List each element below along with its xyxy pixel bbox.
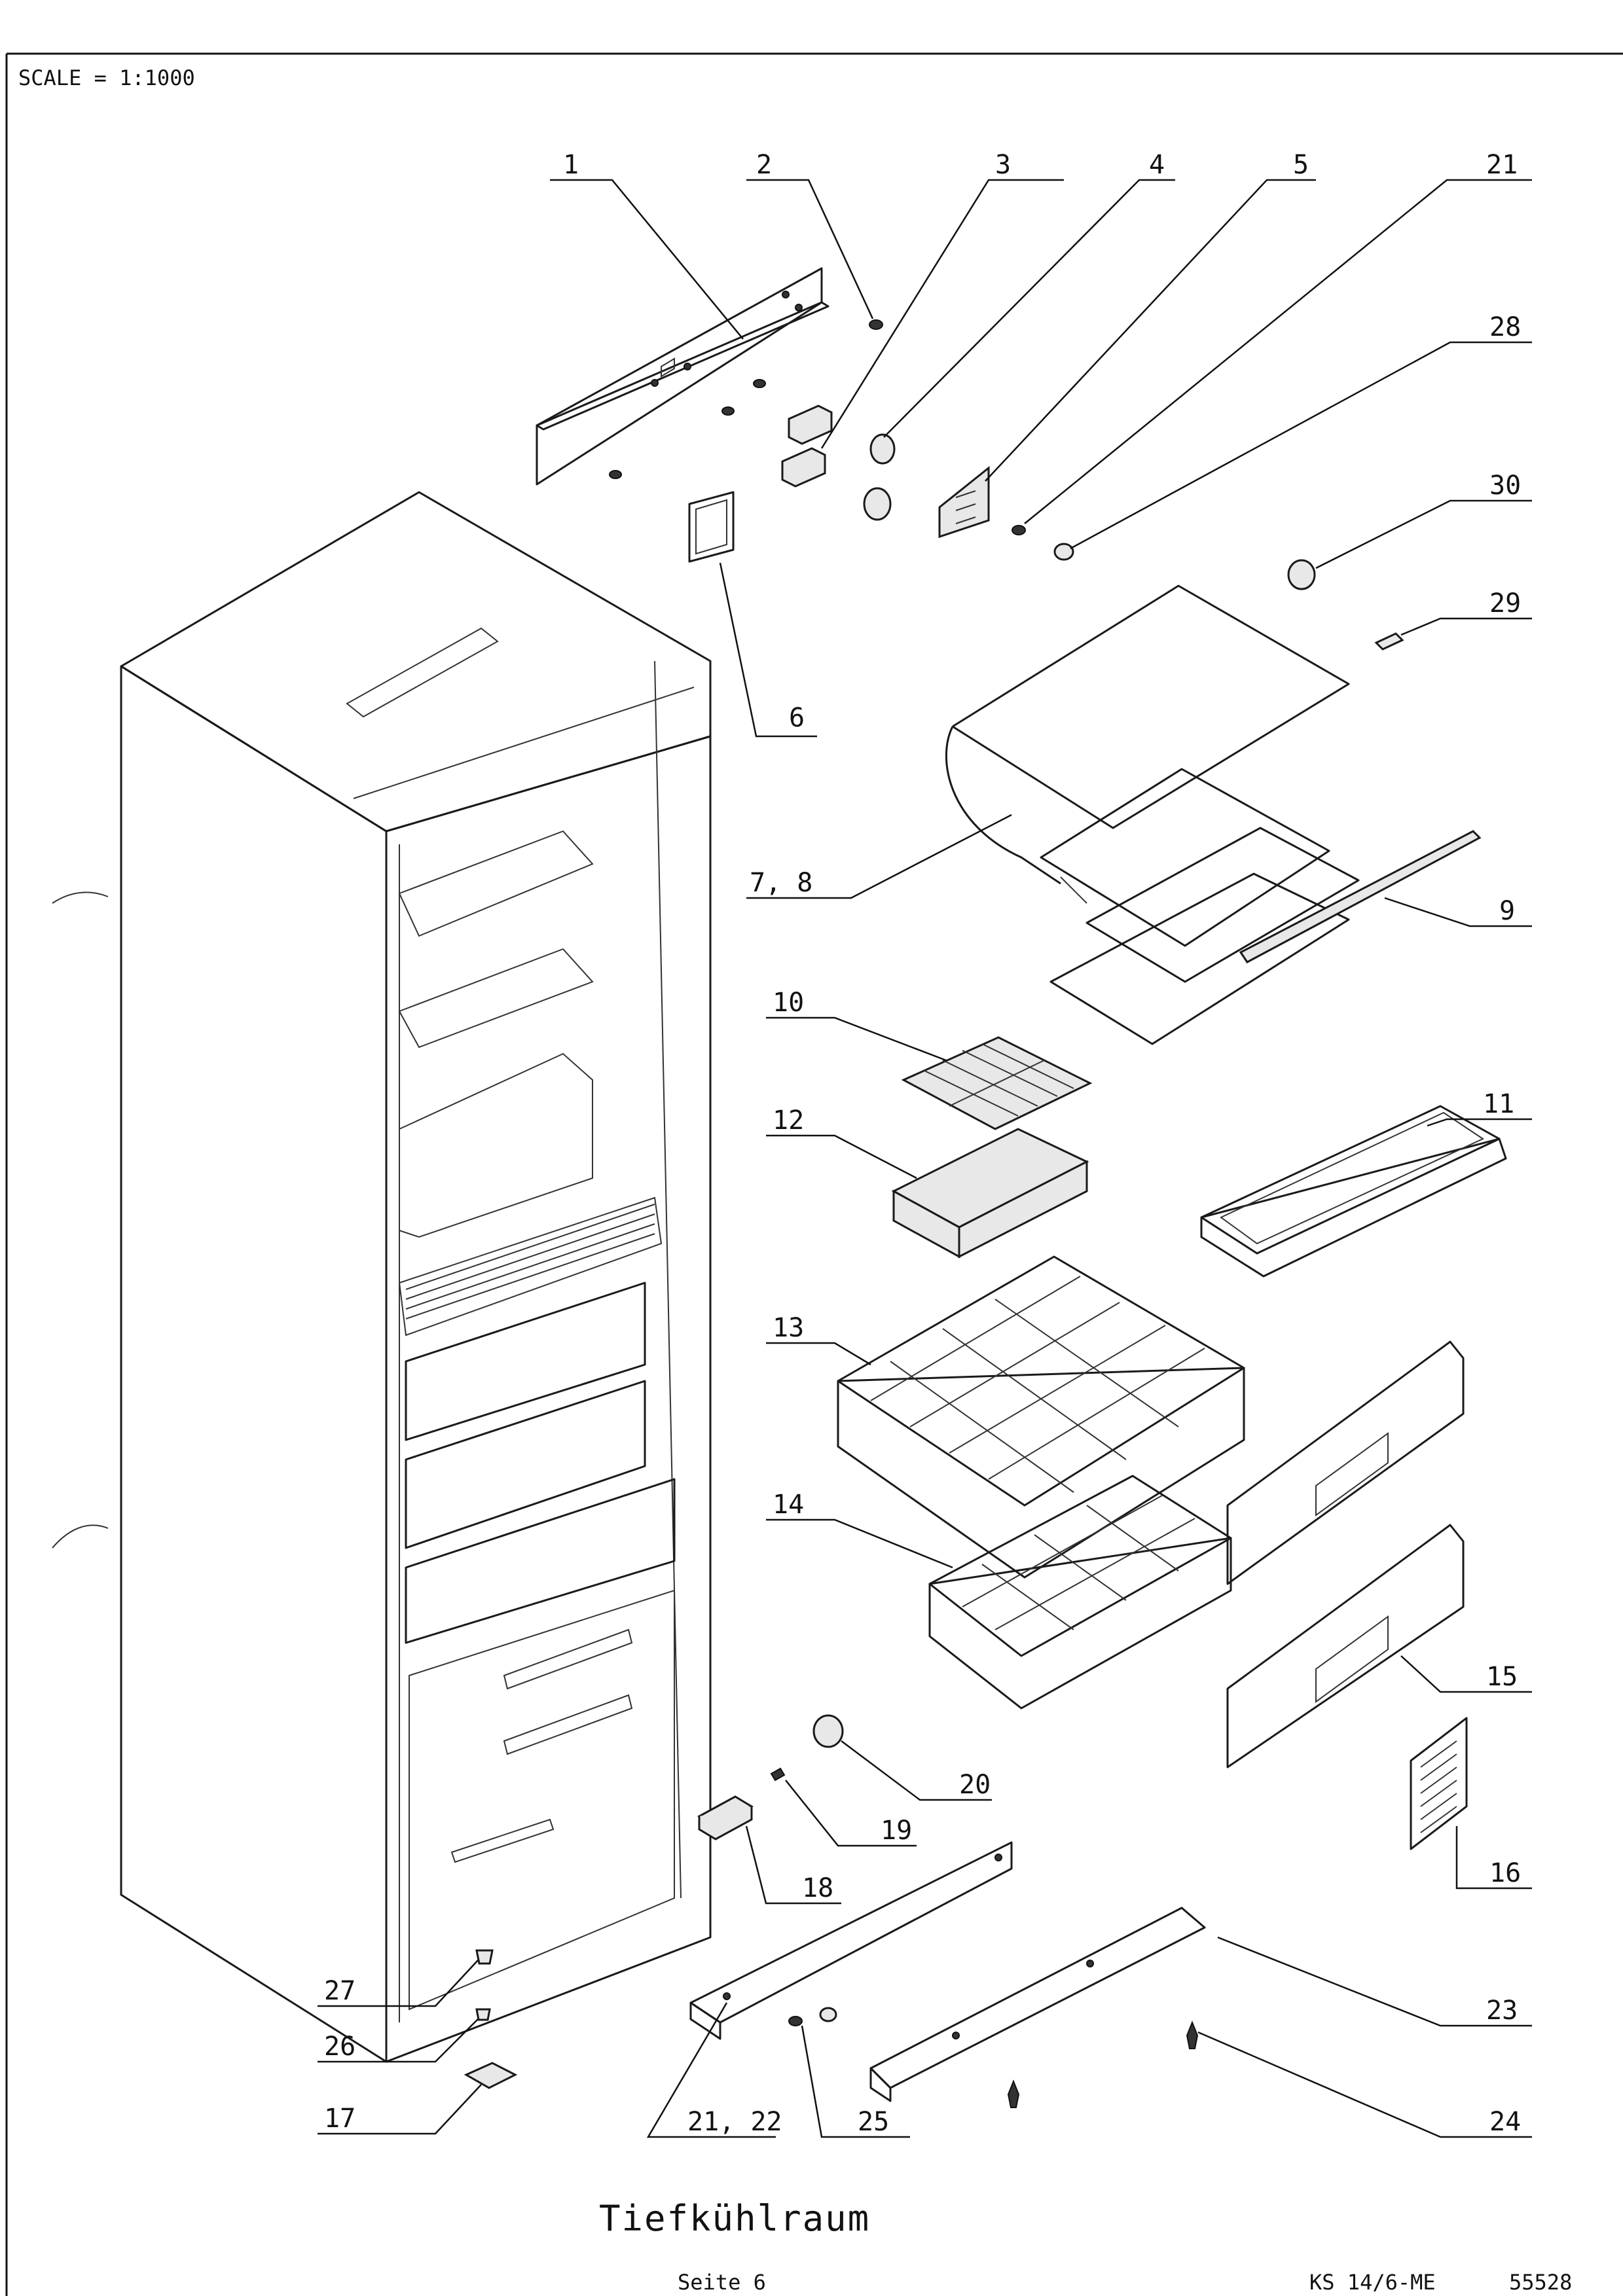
leader-21-22 xyxy=(646,2002,776,2138)
callout-16: 16 xyxy=(1489,1858,1521,1888)
part-control-panel xyxy=(536,267,830,486)
callout-12: 12 xyxy=(773,1105,804,1136)
callout-27: 27 xyxy=(324,1976,356,2006)
part-basket-lower xyxy=(928,1475,1232,1710)
part-rear-rail xyxy=(869,1907,1206,2102)
part-vent-grille xyxy=(1410,1717,1468,1850)
leader-21 xyxy=(1024,179,1532,524)
leader-2 xyxy=(746,179,874,319)
leader-9 xyxy=(1384,897,1532,927)
margin-arc-lower xyxy=(52,1524,109,1549)
part-tray xyxy=(1200,1105,1507,1278)
document-code: 55528 xyxy=(1509,2270,1572,2295)
callout-26: 26 xyxy=(324,2032,356,2062)
callout-7-8: 7, 8 xyxy=(750,868,812,898)
margin-arc-upper xyxy=(52,891,109,904)
part-foot-17 xyxy=(464,2062,518,2089)
part-screw-19 xyxy=(770,1767,786,1782)
part-frame-6 xyxy=(688,491,735,563)
callout-20: 20 xyxy=(959,1770,991,1800)
callout-21-22: 21, 22 xyxy=(687,2107,782,2137)
callout-23: 23 xyxy=(1486,1996,1518,2026)
part-bulb xyxy=(1374,632,1404,651)
leader-25 xyxy=(801,2025,910,2138)
leader-17 xyxy=(318,2084,482,2135)
scale-label: SCALE = 1:1000 xyxy=(18,65,195,90)
part-front-rail xyxy=(689,1841,1013,2040)
part-display-panel xyxy=(938,465,990,539)
part-plug-25b xyxy=(819,2007,837,2022)
part-ice-tray xyxy=(901,1036,1093,1130)
callout-11: 11 xyxy=(1483,1089,1514,1119)
page-number: Seite 6 xyxy=(678,2270,766,2295)
model-number: KS 14/6-ME xyxy=(1309,2270,1436,2295)
part-knobs xyxy=(863,433,896,521)
leader-26 xyxy=(318,2018,479,2063)
callout-30: 30 xyxy=(1489,471,1521,501)
leader-3 xyxy=(820,179,1064,449)
callout-6: 6 xyxy=(789,703,805,733)
leader-27 xyxy=(318,1960,479,2007)
callout-24: 24 xyxy=(1489,2107,1521,2137)
callout-5: 5 xyxy=(1293,150,1309,180)
leader-20 xyxy=(841,1740,992,1801)
part-screw-25 xyxy=(788,2016,803,2026)
callout-9: 9 xyxy=(1499,896,1515,926)
leader-4 xyxy=(883,179,1175,438)
leader-28 xyxy=(1070,341,1532,550)
part-screw-lower xyxy=(1007,2079,1020,2108)
leader-5 xyxy=(985,179,1316,482)
callout-17: 17 xyxy=(324,2104,356,2134)
callout-3: 3 xyxy=(995,150,1011,180)
leader-10 xyxy=(766,1016,947,1062)
part-screw-24 xyxy=(1186,2020,1199,2049)
leader-7-8 xyxy=(746,814,1012,899)
callout-13: 13 xyxy=(773,1313,804,1343)
leader-1 xyxy=(550,179,744,340)
part-cold-pack xyxy=(891,1128,1089,1259)
leader-29 xyxy=(1400,617,1532,636)
leader-18 xyxy=(745,1825,841,1905)
callout-19: 19 xyxy=(881,1816,912,1846)
leader-23 xyxy=(1217,1936,1532,2027)
callout-18: 18 xyxy=(802,1873,833,1903)
leader-15 xyxy=(1400,1655,1532,1693)
part-fitting-27 xyxy=(475,1949,494,1965)
callout-10: 10 xyxy=(773,988,804,1018)
part-plug-28 xyxy=(1053,543,1074,561)
part-screw-21 xyxy=(1012,525,1026,535)
part-hinge-18 xyxy=(697,1795,754,1840)
callout-1: 1 xyxy=(563,150,579,180)
part-cap-20 xyxy=(812,1714,844,1748)
leader-13 xyxy=(766,1342,871,1366)
callout-4: 4 xyxy=(1149,150,1165,180)
callout-25: 25 xyxy=(858,2107,889,2137)
callout-2: 2 xyxy=(756,150,772,180)
cabinet-body xyxy=(120,491,712,2063)
leader-30 xyxy=(1315,499,1532,569)
part-inner-liner xyxy=(945,584,1360,1045)
callout-14: 14 xyxy=(773,1490,804,1520)
part-fitting-26 xyxy=(475,2008,491,2021)
part-rod xyxy=(1239,830,1482,963)
part-switches xyxy=(781,404,833,488)
diagram-title: Tiefkühlraum xyxy=(599,2198,870,2239)
leader-24 xyxy=(1197,2031,1532,2138)
leader-14 xyxy=(766,1518,953,1569)
callout-21: 21 xyxy=(1486,150,1518,180)
leader-16 xyxy=(1455,1826,1532,1890)
callout-29: 29 xyxy=(1489,588,1521,619)
leader-12 xyxy=(766,1134,917,1179)
callout-28: 28 xyxy=(1489,312,1521,342)
part-lamp-cap xyxy=(1287,559,1316,590)
leader-19 xyxy=(785,1780,917,1847)
part-basket-upper xyxy=(837,1255,1245,1579)
part-screws xyxy=(609,319,883,479)
part-drawer-fronts xyxy=(1226,1340,1465,1768)
callout-15: 15 xyxy=(1486,1662,1518,1692)
leader-11 xyxy=(1427,1118,1532,1127)
leader-6 xyxy=(719,562,817,738)
